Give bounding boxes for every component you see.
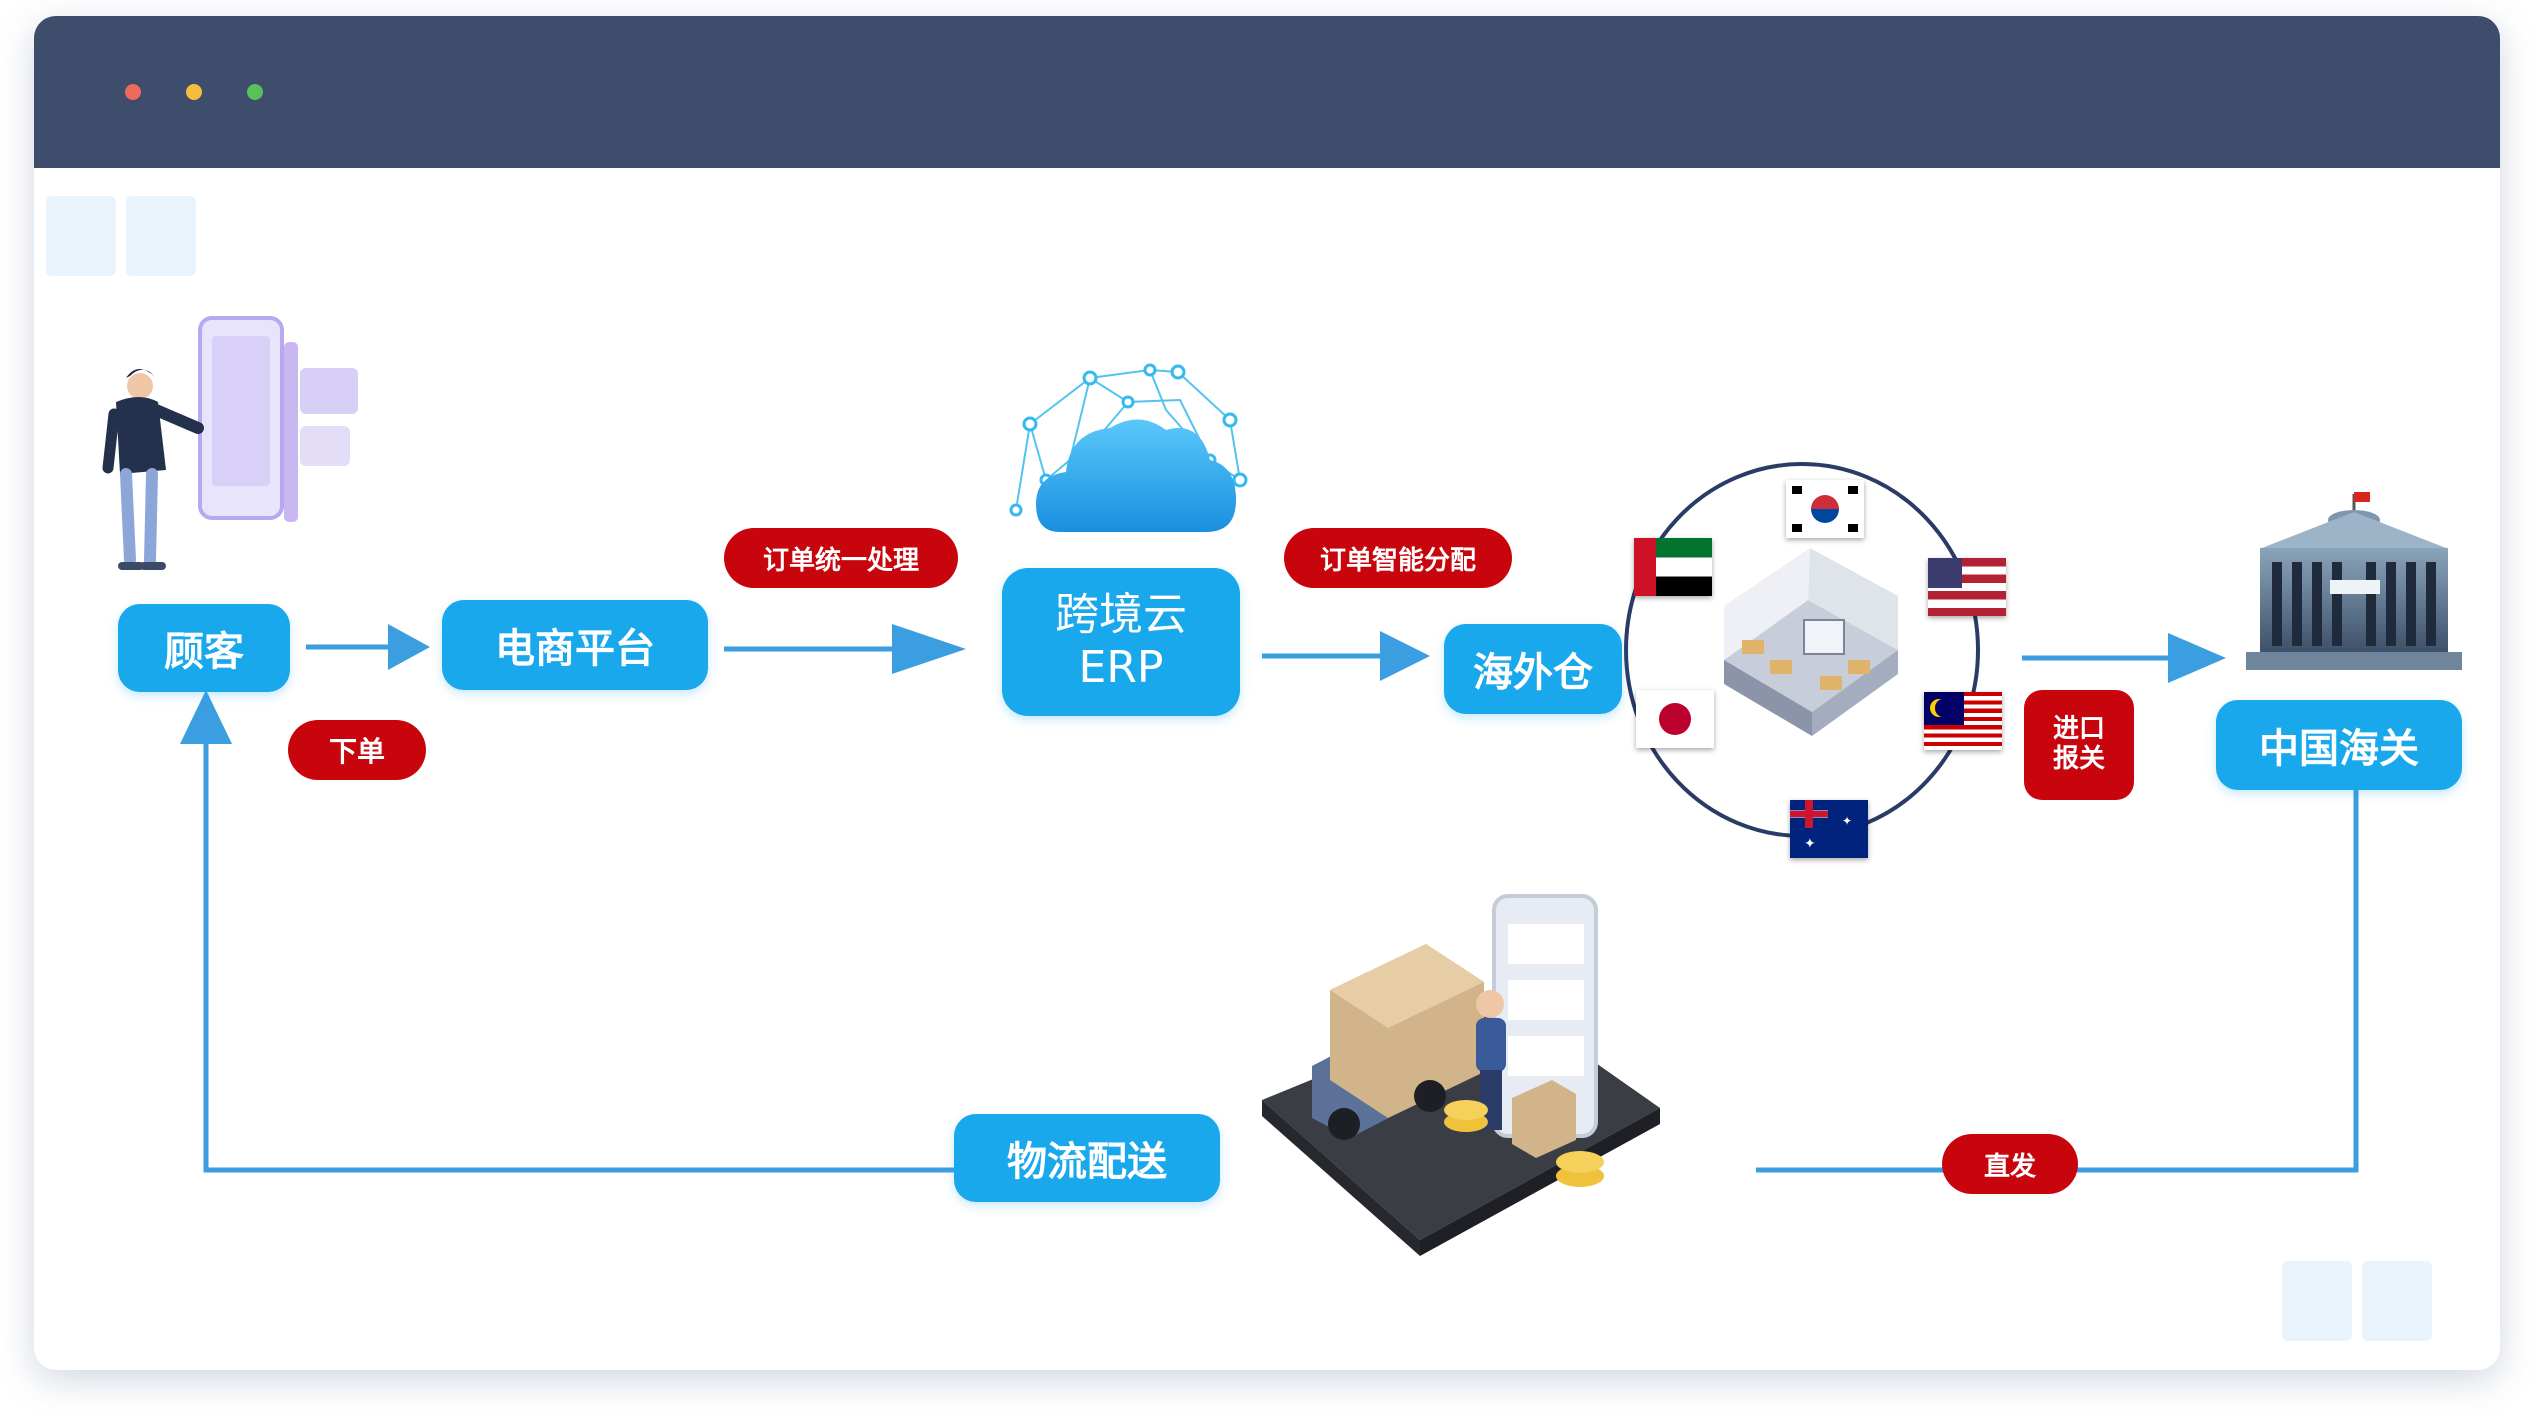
import-tag-line1: 进口	[2052, 714, 2105, 745]
australia-flag: ✦ ✦	[1790, 800, 1868, 858]
logistics-delivery-node: 物流配送	[954, 1114, 1220, 1202]
arrow-warehouse-to-customs	[2022, 633, 2226, 683]
uae-flag	[1634, 538, 1712, 596]
smart-allocation-tag: 订单智能分配	[1284, 528, 1512, 588]
maximize-button[interactable]	[247, 84, 263, 100]
title-bar	[34, 16, 2500, 168]
arrow-ecommerce-to-erp	[724, 624, 966, 674]
close-button[interactable]	[125, 84, 141, 100]
arrow-erp-to-warehouse	[1262, 631, 1430, 681]
direct-ship-tag: 直发	[1942, 1134, 2078, 1194]
star-icon: ✦	[1804, 836, 1816, 852]
quote-mark-left-icon	[46, 196, 116, 276]
delivery-truck-illustration	[1262, 894, 1660, 1256]
minimize-button[interactable]	[186, 84, 202, 100]
import-declaration-tag: 进口 报关	[2024, 690, 2134, 800]
customs-building-icon	[2246, 492, 2462, 670]
import-tag-line2: 报关	[2052, 744, 2105, 774]
quote-mark-right-icon	[2282, 1261, 2352, 1341]
japan-flag	[1636, 690, 1714, 748]
china-customs-node: 中国海关	[2216, 700, 2462, 790]
korea-flag	[1786, 480, 1864, 538]
erp-subtitle: ERP	[1078, 642, 1164, 693]
quote-mark-right-icon	[2362, 1261, 2432, 1341]
overseas-warehouse-node: 海外仓	[1444, 624, 1622, 714]
warehouse-globe-icon	[1624, 462, 1980, 838]
erp-node: 跨境云 ERP	[1002, 568, 1240, 716]
quote-mark-left-icon	[126, 196, 196, 276]
cloud-network-icon	[1009, 363, 1248, 532]
erp-title: 跨境云	[1055, 589, 1187, 641]
usa-flag	[1928, 558, 2006, 616]
place-order-tag: 下单	[288, 720, 426, 780]
star-icon: ✦	[1842, 814, 1853, 828]
customer-phone-illustration	[102, 316, 358, 570]
arrow-customer-to-ecommerce	[306, 624, 430, 670]
malaysia-flag	[1924, 692, 2002, 750]
unified-processing-tag: 订单统一处理	[724, 528, 958, 588]
customer-node: 顾客	[118, 604, 290, 692]
ecommerce-platform-node: 电商平台	[442, 600, 708, 690]
